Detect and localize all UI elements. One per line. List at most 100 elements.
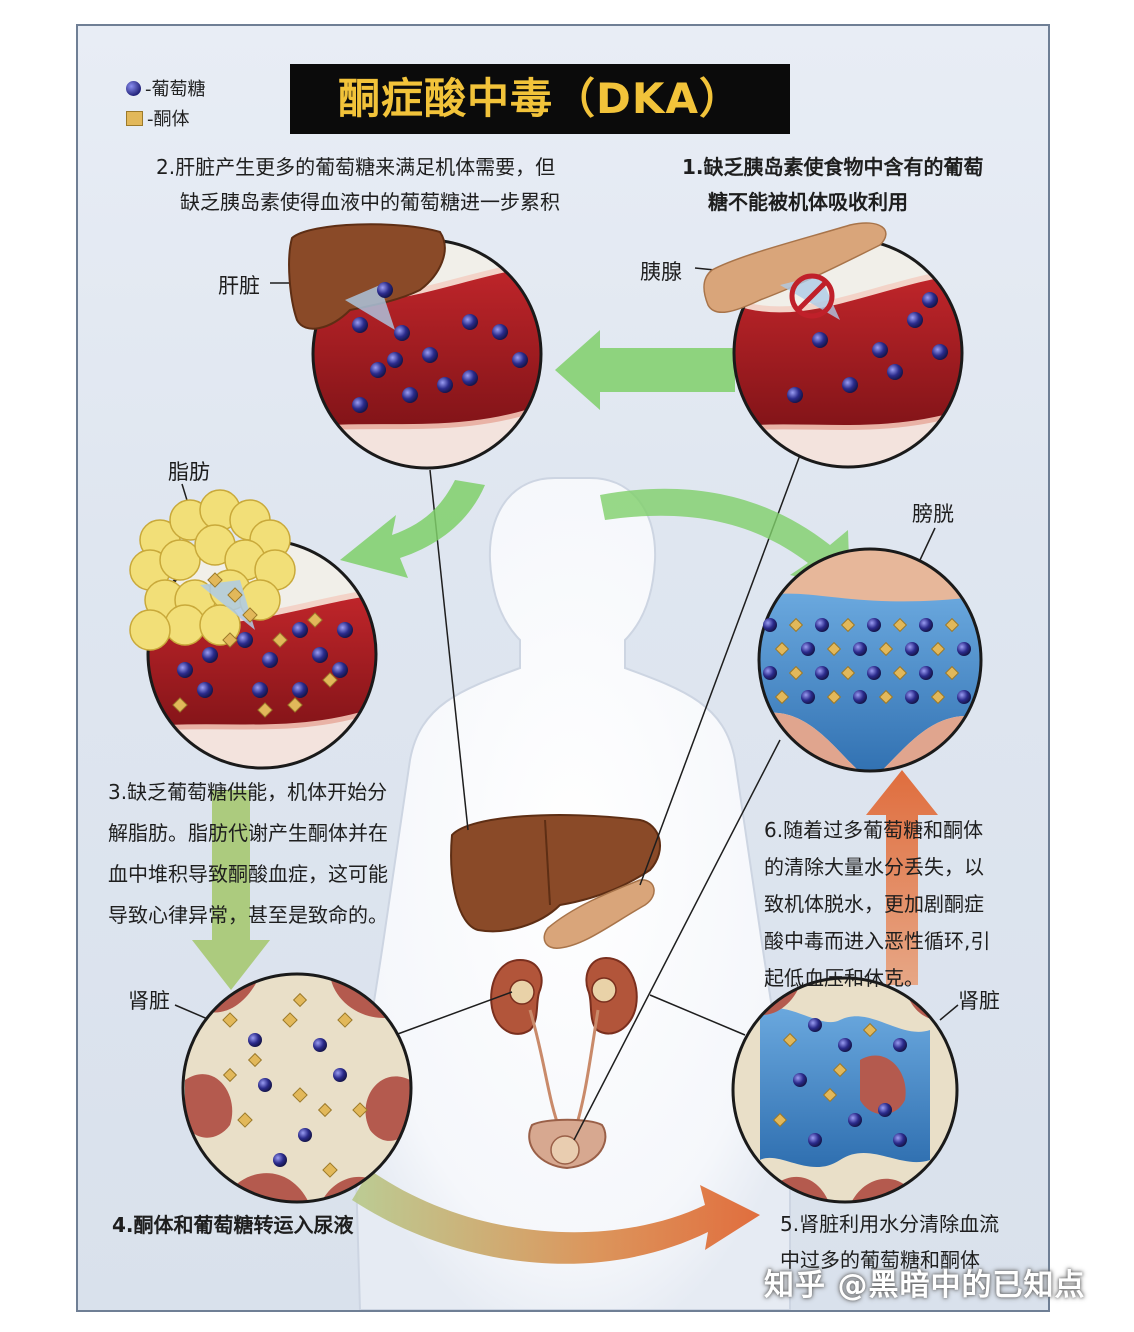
glucose-molecule [292,682,308,698]
step1-line1: 1.缺乏胰岛素使食物中含有的葡萄 [682,155,984,179]
glucose-molecule [273,1153,287,1167]
step5-line1: 5.肾脏利用水分清除血流 [780,1212,1000,1236]
ketone-molecule [352,1102,368,1118]
glucose-molecule [919,618,933,632]
glucose-molecule [258,1078,272,1092]
ketone-molecule [227,587,243,603]
ketone-molecule [892,665,908,681]
ketone-molecule [782,1032,798,1048]
ketone-molecule [862,1022,878,1038]
arrow-kidney-to-kidney [352,1170,760,1264]
arrow-fat-to-kidney [192,790,270,990]
ketone-molecule [292,992,308,1008]
ketone-molecule [282,1012,298,1028]
glucose-molecule [248,1033,262,1047]
ketone-molecule [222,1012,238,1028]
glucose-molecule [893,1038,907,1052]
legend-glucose-label: -葡萄糖 [145,79,206,100]
glucose-molecule [893,1133,907,1147]
arrow-kidney-to-bladder [866,770,938,985]
glucose-molecule [394,325,410,341]
glucose-molecule [352,317,368,333]
glucose-molecule [422,347,438,363]
glucose-molecule [853,642,867,656]
glucose-molecule [332,662,348,678]
glucose-molecule [848,1113,862,1127]
ketone-molecule [774,641,790,657]
step3-line1: 3.缺乏葡萄糖供能，机体开始分 [108,780,388,804]
ketone-molecule [257,702,273,718]
ketone-molecule [944,617,960,633]
glucose-molecule [853,690,867,704]
glucose-molecule [237,632,253,648]
step3-line3: 血中堆积导致酮酸血症，这可能 [108,862,388,886]
step6-line5: 起低血压和休克。 [764,966,924,990]
watermark: 知乎 @黑暗中的已知点 [764,1268,1086,1303]
molecules [172,282,971,1178]
glucose-molecule [337,622,353,638]
ketone-molecule [930,641,946,657]
fat-cell [159,539,201,581]
ketone-molecule [247,1052,263,1068]
step2-line2: 缺乏胰岛素使得血液中的葡萄糖进一步累积 [180,190,560,214]
label-kidney-right: 肾脏 [958,989,1000,1013]
fat-cell [164,604,206,646]
glucose-molecule [957,642,971,656]
glucose-molecule [793,1073,807,1087]
ketone-molecule [307,612,323,628]
ketone-molecule [944,665,960,681]
glucose-molecule [808,1018,822,1032]
glucose-molecule [815,666,829,680]
glucose-molecule [887,364,903,380]
step2-line1: 2.肝脏产生更多的葡萄糖来满足机体需要，但 [156,155,556,179]
glucose-molecule [462,314,478,330]
ketone-molecule [287,697,303,713]
ketone-molecule [322,1162,338,1178]
glucose-molecule [462,370,478,386]
glucose-molecule [370,362,386,378]
glucose-molecule [312,647,328,663]
body-pancreas [543,879,655,949]
glucose-molecule [492,324,508,340]
fat-organ [129,489,296,651]
glucose-icon [126,80,141,96]
glucose-molecule [763,666,777,680]
bladder-circle [757,547,983,773]
step1-line2: 糖不能被机体吸收利用 [708,190,908,214]
glucose-molecule [313,1038,327,1052]
ketone-molecule [878,689,894,705]
glucose-molecule [197,682,213,698]
glucose-molecule [812,332,828,348]
glucose-molecule [292,622,308,638]
ketone-molecule [892,617,908,633]
ketone-molecule [774,689,790,705]
ketone-molecule [826,689,842,705]
step5-line2: 中过多的葡萄糖和酮体 [780,1248,980,1272]
ketone-molecule [840,617,856,633]
ketone-molecule [172,697,188,713]
step3-line4: 导致心律异常，甚至是致命的。 [108,903,388,927]
glucose-molecule [815,618,829,632]
glucose-molecule [333,1068,347,1082]
glucose-molecule [867,618,881,632]
label-bladder: 膀胱 [912,502,954,526]
label-kidney-left: 肾脏 [128,989,170,1013]
ketone-molecule [788,665,804,681]
ketone-molecule [292,1087,308,1103]
ketone-molecule [237,1112,253,1128]
ketone-molecule [242,607,258,623]
glucose-molecule [377,282,393,298]
title-box [290,64,790,134]
step3-line2: 解脂肪。脂肪代谢产生酮体并在 [108,821,388,845]
label-liver: 肝脏 [218,274,260,298]
body-bladder [528,1118,607,1170]
fat-release-arrow [200,580,255,630]
label-fat: 脂肪 [168,460,210,484]
ketone-molecule [317,1102,333,1118]
glucose-molecule [763,618,777,632]
glucose-molecule [402,387,418,403]
glucose-molecule [842,377,858,393]
glucose-molecule [801,642,815,656]
arrow-liver-to-fat [340,480,485,578]
